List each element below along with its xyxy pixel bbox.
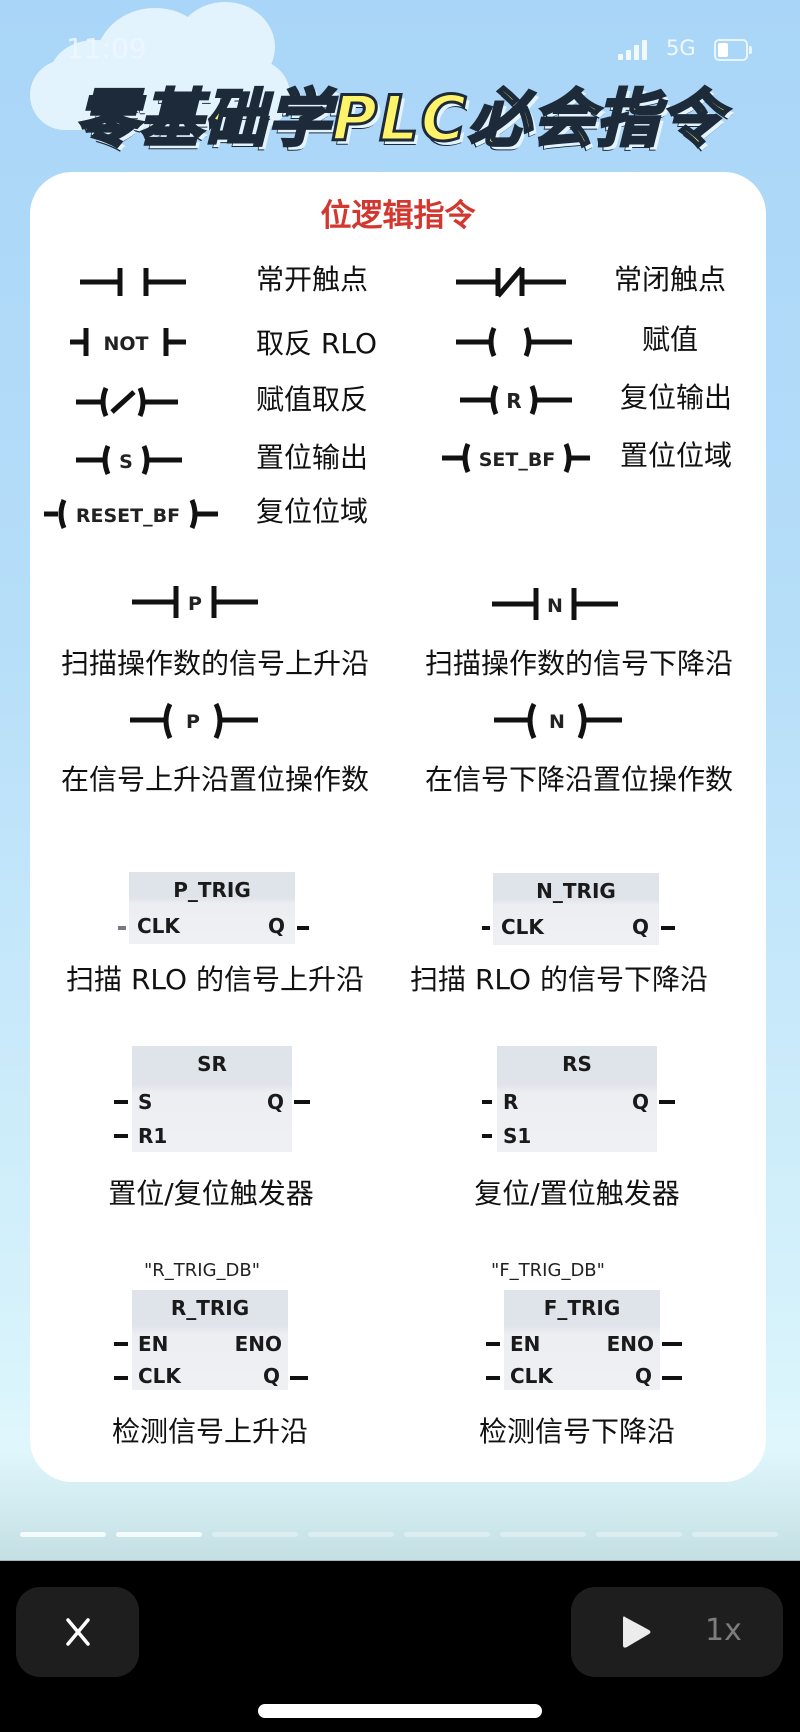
reset-coil-icon: R xyxy=(460,385,572,415)
instance-db-name: "F_TRIG_DB" xyxy=(491,1260,605,1281)
pin-label: Q xyxy=(634,1364,652,1388)
instruction-label: 置位输出 xyxy=(256,441,369,474)
normally-closed-contact-icon xyxy=(456,266,566,298)
reset-bit-field-icon: RESET_BF xyxy=(44,499,218,529)
positive-edge-contact-icon: P xyxy=(132,586,258,618)
negated-coil-icon xyxy=(76,387,178,417)
instance-db-name: "R_TRIG_DB" xyxy=(143,1260,261,1281)
instruction-card: 位逻辑指令 常开触点 常闭触点 NOT 取反 RLO 赋值 赋值取反 R 复位输… xyxy=(30,172,766,1482)
progress-segment xyxy=(404,1532,490,1537)
pin-label: S xyxy=(138,1090,153,1114)
block-description: 检测信号上升沿 xyxy=(111,1415,308,1448)
block-description: 置位/复位触发器 xyxy=(108,1177,314,1210)
instruction-label: 在信号下降沿置位操作数 xyxy=(424,763,733,796)
symbol-text: NOT xyxy=(103,333,148,355)
progress-segment xyxy=(212,1532,298,1537)
instruction-label: 赋值 xyxy=(642,323,699,356)
progress-segment xyxy=(20,1532,106,1537)
symbol-text: SET_BF xyxy=(479,449,556,471)
block-description: 复位/置位触发器 xyxy=(474,1177,680,1210)
pin-label: Q xyxy=(631,1090,649,1114)
playback-speed-button[interactable]: 1x xyxy=(705,1613,742,1648)
progress-segment xyxy=(116,1532,202,1537)
block-name: RS xyxy=(562,1052,592,1076)
network-type: 5G xyxy=(666,36,696,60)
instruction-label: 赋值取反 xyxy=(256,383,369,416)
set-on-negative-edge-coil-icon: N xyxy=(494,702,622,740)
pin-label: CLK xyxy=(501,915,544,939)
pin-label: Q xyxy=(262,1364,280,1388)
set-coil-icon: S xyxy=(76,445,182,475)
symbol-text: RESET_BF xyxy=(76,505,180,527)
symbol-text: S xyxy=(119,451,133,473)
coil-icon xyxy=(456,327,572,357)
negative-edge-contact-icon: N xyxy=(492,588,618,620)
pin-label: EN xyxy=(138,1332,169,1356)
symbol-text: R xyxy=(506,389,521,413)
block-description: 扫描 RLO 的信号上升沿 xyxy=(66,963,364,996)
set-on-positive-edge-coil-icon: P xyxy=(130,702,258,740)
section-title: 位逻辑指令 xyxy=(320,198,476,234)
close-icon xyxy=(66,1618,90,1646)
pin-label: ENO xyxy=(234,1332,282,1356)
pin-label: R1 xyxy=(138,1124,168,1148)
pin-label: R xyxy=(503,1090,519,1114)
set-bit-field-icon: SET_BF xyxy=(442,443,590,473)
status-bar: 11:09 5G xyxy=(0,30,800,70)
pin-label: EN xyxy=(510,1332,541,1356)
instruction-label: 扫描操作数的信号下降沿 xyxy=(424,647,733,680)
status-time: 11:09 xyxy=(66,32,147,65)
pin-label: S1 xyxy=(503,1124,532,1148)
play-icon[interactable] xyxy=(619,1613,659,1653)
block-description: 扫描 RLO 的信号下降沿 xyxy=(410,963,708,996)
pin-label: Q xyxy=(631,915,649,939)
block-name: R_TRIG xyxy=(170,1296,250,1320)
pin-label: Q xyxy=(267,914,285,938)
pin-label: ENO xyxy=(606,1332,654,1356)
normally-open-contact-icon xyxy=(80,268,186,296)
progress-segment xyxy=(500,1532,586,1537)
playback-controls: 1x xyxy=(571,1587,783,1677)
instruction-label: 在信号上升沿置位操作数 xyxy=(60,763,369,796)
block-name: N_TRIG xyxy=(536,879,616,903)
signal-bars-icon xyxy=(618,40,648,60)
bottom-control-bar: 1x xyxy=(0,1560,800,1732)
progress-segment xyxy=(692,1532,778,1537)
symbol-text: N xyxy=(549,711,565,733)
progress-segment xyxy=(596,1532,682,1537)
instruction-label: 常开触点 xyxy=(256,263,369,296)
symbol-text: P xyxy=(188,593,202,615)
instruction-label: 常闭触点 xyxy=(614,263,727,296)
instruction-label: 取反 RLO xyxy=(256,327,377,360)
symbol-text: P xyxy=(186,711,200,733)
block-name: SR xyxy=(197,1052,227,1076)
progress-segment xyxy=(308,1532,394,1537)
block-description: 检测信号下降沿 xyxy=(478,1415,675,1448)
not-contact-icon: NOT xyxy=(70,328,186,356)
page-title: 零基础学PLC必会指令 xyxy=(74,81,725,157)
battery-low-icon xyxy=(714,39,752,61)
close-button[interactable] xyxy=(16,1587,139,1677)
instruction-label: 扫描操作数的信号上升沿 xyxy=(60,647,369,680)
instruction-label: 复位位域 xyxy=(256,495,369,528)
symbol-text: N xyxy=(547,595,563,617)
pin-label: Q xyxy=(266,1090,284,1114)
pin-label: CLK xyxy=(137,914,180,938)
block-name: F_TRIG xyxy=(543,1296,621,1320)
instruction-label: 复位输出 xyxy=(620,381,733,414)
pin-label: CLK xyxy=(138,1364,181,1388)
block-name: P_TRIG xyxy=(173,878,251,902)
instruction-label: 置位位域 xyxy=(620,439,733,472)
pin-label: CLK xyxy=(510,1364,553,1388)
home-indicator[interactable] xyxy=(258,1704,542,1718)
